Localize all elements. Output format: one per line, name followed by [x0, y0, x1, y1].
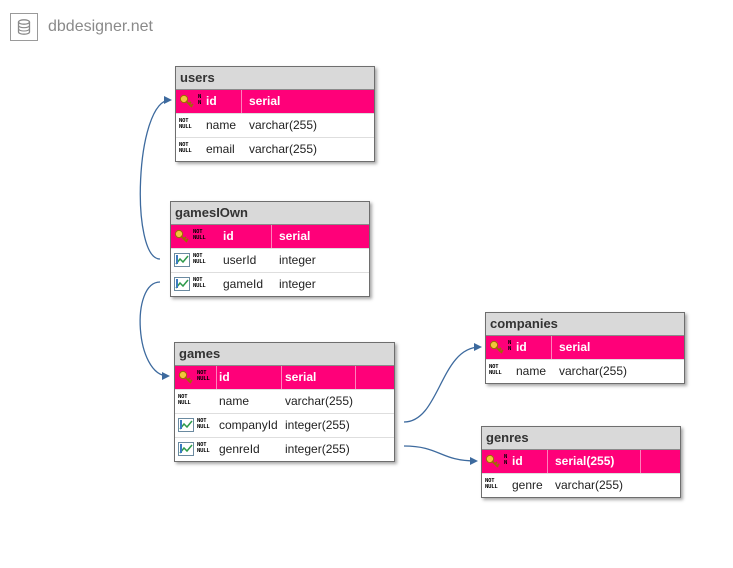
table-row[interactable]: NOT NULL genre varchar(255) [482, 474, 680, 497]
primary-key-icon [179, 94, 194, 108]
brand-name[interactable]: dbdesigner.net [48, 18, 153, 35]
table-row[interactable]: N N id serial(255) [482, 450, 680, 474]
column-name: id [206, 94, 217, 108]
table-row[interactable]: NOT NULL email varchar(255) [176, 138, 374, 161]
table-title[interactable]: genres [482, 427, 680, 450]
not-null-badge: NOT NULL [193, 253, 206, 265]
table-row[interactable]: NOT NULL id serial [171, 225, 369, 249]
column-name: genre [512, 478, 543, 492]
foreign-key-icon [174, 253, 190, 267]
column-name: genreId [219, 442, 260, 456]
column-type: integer(255) [285, 442, 350, 456]
not-null-badge: N N [198, 94, 202, 106]
column-type: serial [279, 229, 311, 243]
table-row[interactable]: NOT NULL name varchar(255) [486, 360, 684, 383]
table-row[interactable]: NOT NULL userId integer [171, 249, 369, 273]
primary-key-icon [178, 370, 193, 384]
column-type: serial(255) [555, 454, 615, 468]
column-name: id [219, 370, 230, 384]
primary-key-icon [174, 229, 189, 243]
foreign-key-icon [174, 277, 190, 291]
not-null-badge: NOT NULL [485, 478, 498, 490]
foreign-key-icon [178, 418, 194, 432]
table-row[interactable]: NOT NULL name varchar(255) [176, 114, 374, 138]
not-null-badge: NOT NULL [489, 364, 502, 376]
column-name: id [223, 229, 234, 243]
column-name: name [219, 394, 250, 408]
not-null-badge: N N [504, 454, 508, 466]
not-null-badge: NOT NULL [197, 418, 210, 430]
table-games[interactable]: games NOT NULL id serial NOT NULL name v… [174, 342, 395, 462]
relation-genreid-genres[interactable] [403, 445, 478, 465]
column-type: varchar(255) [249, 142, 318, 156]
column-type: serial [249, 94, 281, 108]
column-type: integer [279, 277, 316, 291]
table-row[interactable]: NOT NULL name varchar(255) [175, 390, 394, 414]
column-name: email [206, 142, 235, 156]
column-type: varchar(255) [249, 118, 318, 132]
column-name: id [512, 454, 523, 468]
not-null-badge: NOT NULL [197, 370, 210, 382]
table-row[interactable]: NOT NULL genreId integer(255) [175, 438, 394, 461]
column-name: gameId [223, 277, 264, 291]
column-type: serial [559, 340, 591, 354]
not-null-badge: NOT NULL [193, 277, 206, 289]
primary-key-icon [489, 340, 504, 354]
not-null-badge: NOT NULL [178, 394, 191, 406]
not-null-badge: NOT NULL [179, 118, 192, 130]
not-null-badge: NOT NULL [193, 229, 206, 241]
column-name: id [516, 340, 527, 354]
table-row[interactable]: NOT NULL companyId integer(255) [175, 414, 394, 438]
table-row[interactable]: N N id serial [176, 90, 374, 114]
table-genres[interactable]: genres N N id serial(255) NOT NULL genre… [481, 426, 681, 498]
table-title[interactable]: gamesIOwn [171, 202, 369, 225]
foreign-key-icon [178, 442, 194, 456]
relation-companyid-companies[interactable] [403, 343, 482, 423]
brand: dbdesigner.net [10, 12, 153, 42]
table-row[interactable]: NOT NULL id serial [175, 366, 394, 390]
column-type: varchar(255) [555, 478, 624, 492]
column-type: integer [279, 253, 316, 267]
column-name: name [516, 364, 547, 378]
table-row[interactable]: NOT NULL gameId integer [171, 273, 369, 296]
column-name: companyId [219, 418, 278, 432]
table-users[interactable]: users N N id serial NOT NULL name varcha… [175, 66, 375, 162]
primary-key-icon [485, 454, 500, 468]
column-type: integer(255) [285, 418, 350, 432]
table-title[interactable]: users [176, 67, 374, 90]
table-companies[interactable]: companies N N id serial NOT NULL name va… [485, 312, 685, 384]
column-type: serial [285, 370, 317, 384]
not-null-badge: N N [508, 340, 512, 352]
column-type: varchar(255) [559, 364, 628, 378]
not-null-badge: NOT NULL [197, 442, 210, 454]
relation-gameid-games[interactable] [139, 281, 170, 380]
database-icon[interactable] [10, 13, 38, 41]
relation-userid-users[interactable] [139, 96, 172, 260]
column-name: userId [223, 253, 257, 267]
not-null-badge: NOT NULL [179, 142, 192, 154]
table-title[interactable]: companies [486, 313, 684, 336]
table-gamesIOwn[interactable]: gamesIOwn NOT NULL id serial NOT NULL us… [170, 201, 370, 297]
column-name: name [206, 118, 237, 132]
table-row[interactable]: N N id serial [486, 336, 684, 360]
table-title[interactable]: games [175, 343, 394, 366]
column-type: varchar(255) [285, 394, 354, 408]
